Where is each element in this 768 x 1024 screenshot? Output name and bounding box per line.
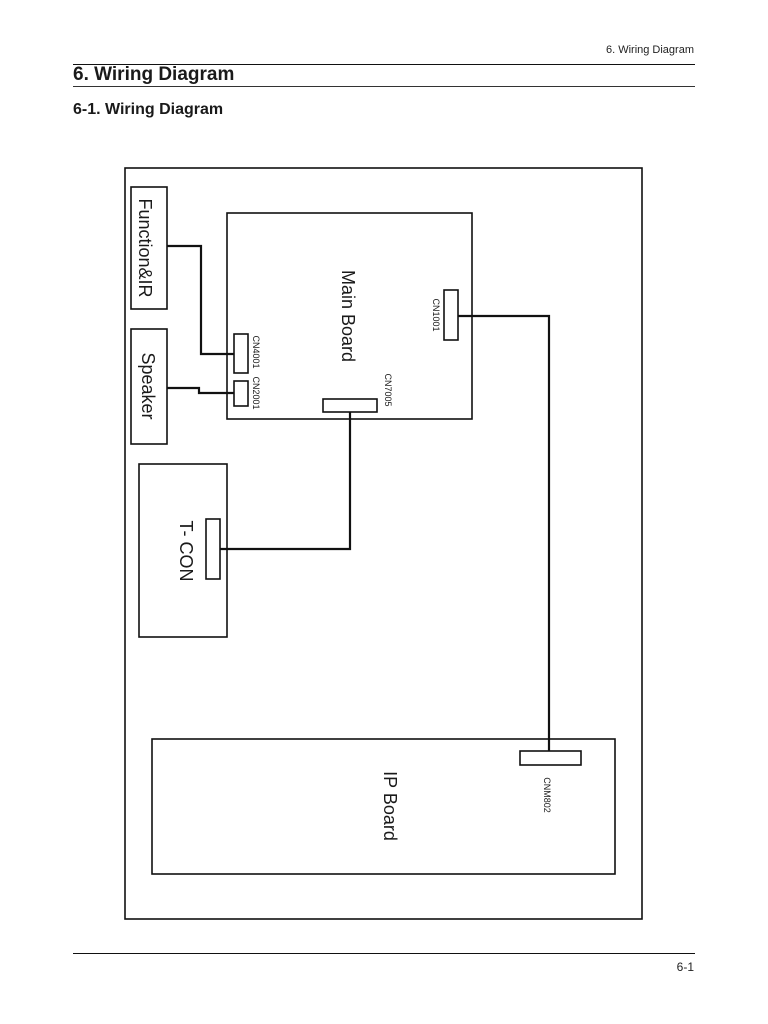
tcon-module: T- CON xyxy=(138,463,228,638)
header-rule xyxy=(73,64,695,65)
section-title: 6-1. Wiring Diagram xyxy=(73,101,224,118)
wire-cn7005-to-tcon xyxy=(220,412,352,551)
function-ir-module: Function&IR xyxy=(130,186,168,310)
main-board-label: Main Board xyxy=(338,270,358,362)
wire-cn1001-to-cnm802 xyxy=(458,314,551,751)
diagram-frame xyxy=(124,167,643,920)
cn7005-label: CN7005 xyxy=(383,373,393,406)
speaker-module: Speaker xyxy=(130,328,168,445)
connector-cn7005: CN7005 xyxy=(322,373,393,413)
connector-cn2001: CN2001 xyxy=(233,376,261,410)
ip-board: IP Board xyxy=(151,738,616,875)
wire-speaker-to-cn2001 xyxy=(167,386,234,395)
connector-cn1001: CN1001 xyxy=(431,289,459,341)
running-header: 6. Wiring Diagram xyxy=(605,44,694,56)
connector-cn4001: CN4001 xyxy=(233,333,261,374)
speaker-label: Speaker xyxy=(138,352,158,419)
wire-function-ir-to-cn4001 xyxy=(167,244,234,356)
cn4001-label: CN4001 xyxy=(251,335,261,368)
cnm802-label: CNM802 xyxy=(542,777,552,813)
page-number: 6-1 xyxy=(676,960,694,974)
cn2001-label: CN2001 xyxy=(251,376,261,409)
connector-tcon xyxy=(205,518,221,580)
function-ir-label: Function&IR xyxy=(135,198,155,297)
connector-cnm802: CNM802 xyxy=(519,750,582,813)
page-title: 6. Wiring Diagram xyxy=(73,64,235,85)
cn1001-label: CN1001 xyxy=(431,298,441,331)
footer-rule xyxy=(73,953,695,954)
title-rule xyxy=(73,86,695,87)
ip-board-label: IP Board xyxy=(380,771,400,841)
tcon-label: T- CON xyxy=(176,521,196,582)
